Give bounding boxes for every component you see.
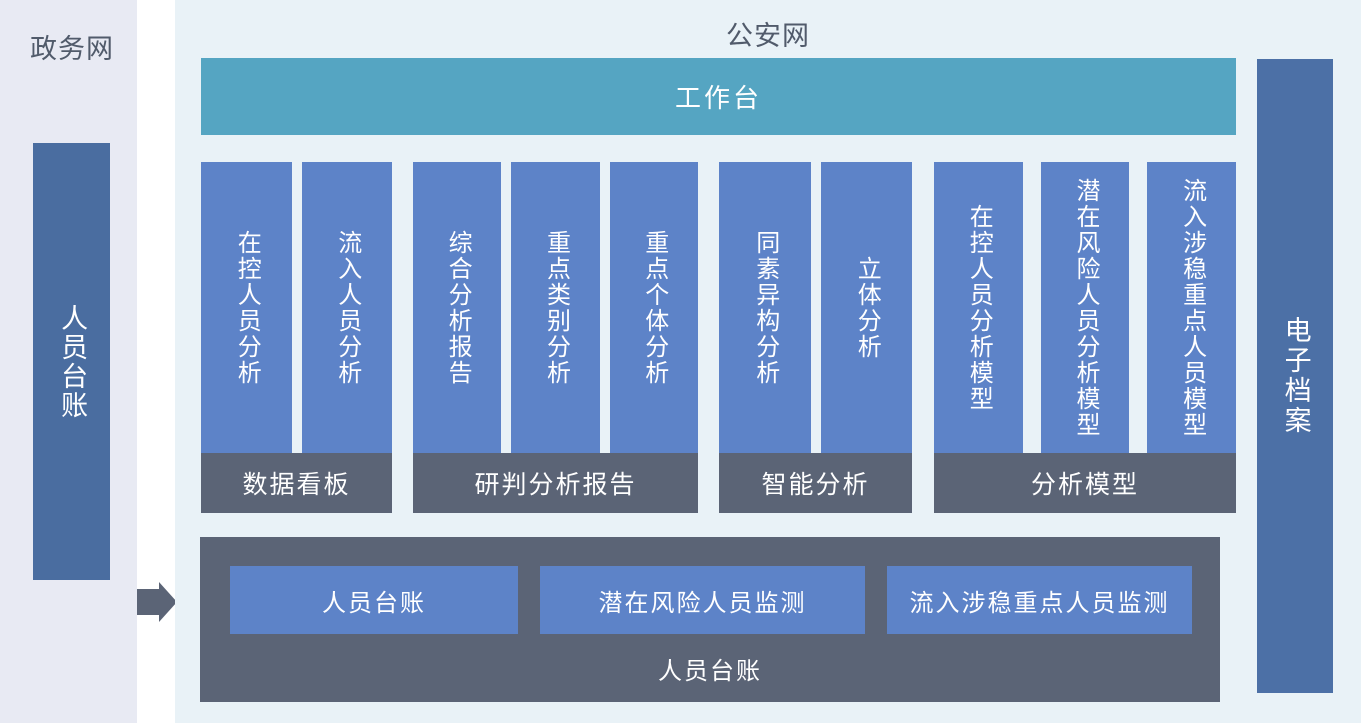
module-column-label: 重点类别分析 bbox=[542, 229, 571, 386]
workbench-label: 工作台 bbox=[674, 84, 762, 114]
module-column-label: 立体分析 bbox=[853, 255, 882, 360]
group-footer: 智能分析 bbox=[719, 453, 912, 513]
group-footer: 研判分析报告 bbox=[413, 453, 698, 513]
module-group-analysis-models: 在控人员分析模型 潜在风险人员分析模型 流入涉稳重点人员模型 分析模型 bbox=[934, 162, 1237, 513]
government-network-panel: 政务网 人员台账 bbox=[0, 0, 137, 723]
module-column: 立体分析 bbox=[820, 162, 912, 453]
module-column-label: 重点个体分析 bbox=[640, 229, 669, 386]
personnel-ledger-button: 人员台账 bbox=[230, 566, 518, 634]
module-column-label: 在控人员分析 bbox=[233, 229, 262, 386]
module-columns-row: 在控人员分析 流入人员分析 bbox=[201, 162, 392, 453]
module-column-label: 同素异构分析 bbox=[751, 229, 780, 386]
right-arrow-icon bbox=[137, 582, 177, 622]
module-group-intelligent-analysis: 同素异构分析 立体分析 智能分析 bbox=[719, 162, 912, 513]
module-column: 流入涉稳重点人员模型 bbox=[1147, 162, 1237, 453]
module-column-label: 潜在风险人员分析模型 bbox=[1071, 177, 1100, 438]
electronic-archive-bar-label: 电子档案 bbox=[1279, 316, 1311, 436]
right-arrow-stem bbox=[137, 589, 159, 615]
group-footer: 数据看板 bbox=[201, 453, 392, 513]
public-security-network-label: 公安网 bbox=[726, 21, 810, 52]
right-arrow-head bbox=[159, 582, 177, 622]
personnel-ledger-panel-label: 人员台账 bbox=[658, 657, 762, 685]
personnel-ledger-bar-label: 人员台账 bbox=[56, 303, 88, 420]
module-column: 流入人员分析 bbox=[301, 162, 392, 453]
module-columns-row: 在控人员分析模型 潜在风险人员分析模型 流入涉稳重点人员模型 bbox=[934, 162, 1237, 453]
module-group-analysis-reports: 综合分析报告 重点类别分析 重点个体分析 研判分析报告 bbox=[413, 162, 698, 513]
module-column: 潜在风险人员分析模型 bbox=[1040, 162, 1130, 453]
public-security-network-panel: 公安网 工作台 在控人员分析 流入人员分析 数据看板 综合分析报告 重点类别分析… bbox=[175, 0, 1361, 723]
module-column: 重点个体分析 bbox=[609, 162, 698, 453]
module-column: 在控人员分析 bbox=[201, 162, 292, 453]
module-column-label: 流入涉稳重点人员模型 bbox=[1178, 177, 1207, 438]
module-column-label: 在控人员分析模型 bbox=[965, 203, 994, 412]
group-footer: 分析模型 bbox=[934, 453, 1236, 513]
module-group-data-dashboard: 在控人员分析 流入人员分析 数据看板 bbox=[201, 162, 392, 513]
potential-risk-monitoring-button: 潜在风险人员监测 bbox=[540, 566, 865, 634]
module-column-label: 流入人员分析 bbox=[333, 229, 362, 386]
module-column: 在控人员分析模型 bbox=[934, 162, 1023, 453]
module-column-label: 综合分析报告 bbox=[444, 229, 473, 386]
government-network-label: 政务网 bbox=[30, 34, 114, 65]
module-columns-row: 综合分析报告 重点类别分析 重点个体分析 bbox=[413, 162, 698, 453]
inflow-key-person-monitoring-button: 流入涉稳重点人员监测 bbox=[887, 566, 1192, 634]
electronic-archive-bar: 电子档案 bbox=[1257, 59, 1333, 693]
module-columns-row: 同素异构分析 立体分析 bbox=[719, 162, 912, 453]
personnel-ledger-bar: 人员台账 bbox=[33, 143, 110, 580]
module-column: 重点类别分析 bbox=[511, 162, 600, 453]
personnel-ledger-panel: 人员台账 潜在风险人员监测 流入涉稳重点人员监测 人员台账 bbox=[200, 537, 1220, 702]
workbench-bar: 工作台 bbox=[201, 58, 1236, 135]
module-column: 综合分析报告 bbox=[413, 162, 502, 453]
module-column: 同素异构分析 bbox=[719, 162, 811, 453]
